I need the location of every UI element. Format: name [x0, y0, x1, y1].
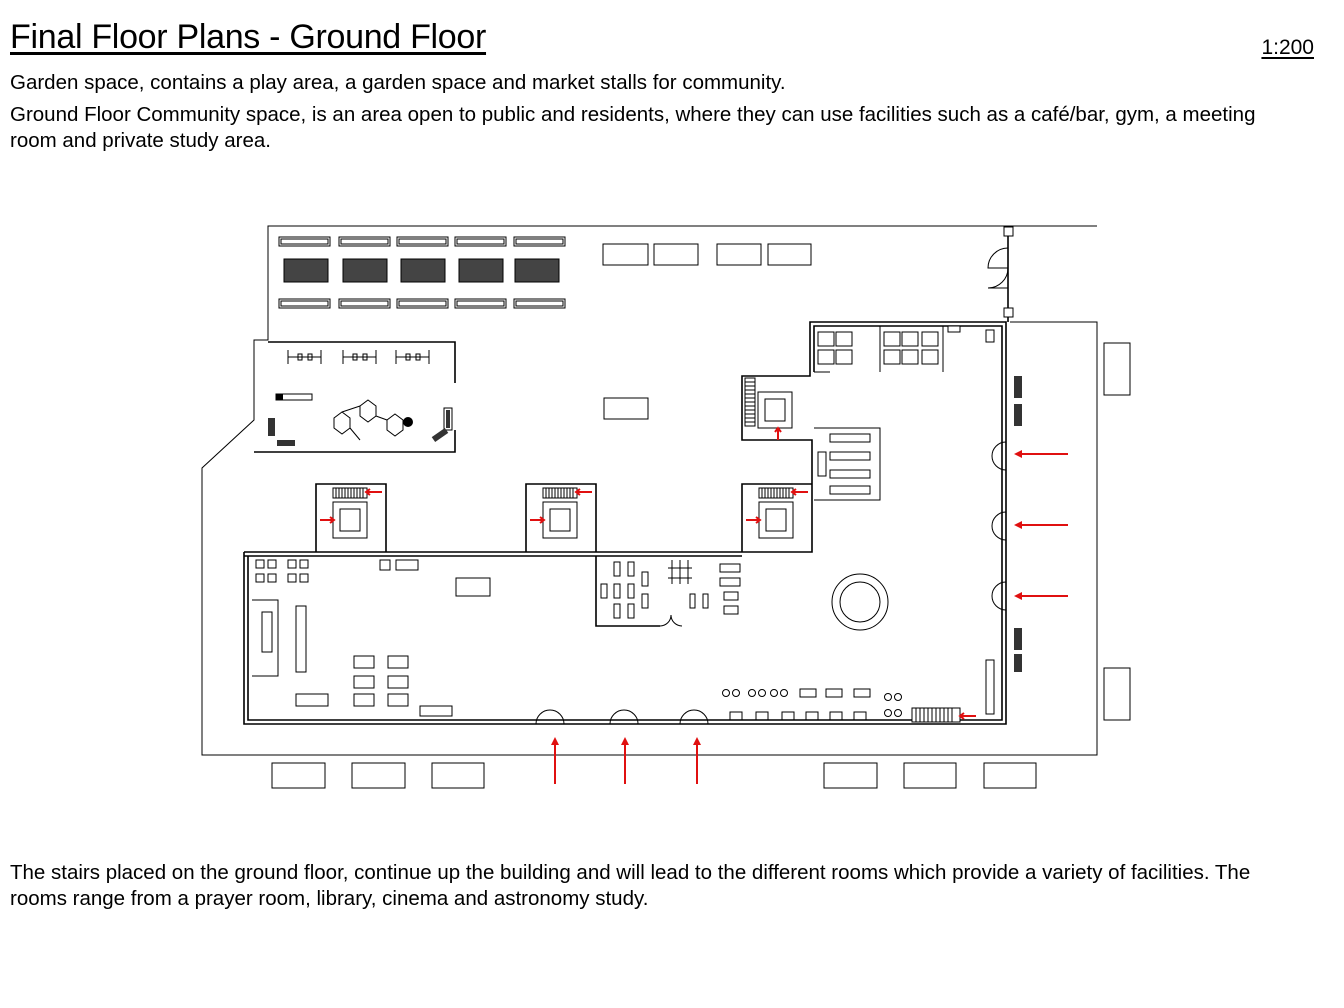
- site-boundary: [201, 225, 1098, 756]
- stair-core-3: [741, 483, 812, 552]
- garden-description: Garden space, contains a play area, a ga…: [10, 71, 786, 94]
- community-building-walls: [243, 321, 1007, 725]
- garden-tables: [602, 243, 812, 420]
- community-description: Ground Floor Community space, is an area…: [10, 103, 1256, 152]
- stair-core-2: [525, 483, 597, 552]
- stair-direction-arrows: [320, 426, 976, 720]
- play-area: [254, 341, 456, 453]
- entrance-arrows: [551, 450, 1068, 784]
- cafe-bar: [252, 559, 491, 717]
- site-gate: [987, 226, 1014, 322]
- stairs-description: The stairs placed on the ground floor, c…: [10, 861, 1251, 910]
- garden-market-stalls: [278, 236, 566, 309]
- entrance-doors: [535, 441, 1007, 725]
- garden-planters: [283, 258, 560, 283]
- outdoor-furniture: [271, 342, 1131, 789]
- page-title: Final Floor Plans - Ground Floor: [10, 18, 487, 56]
- stair-core-4: [744, 377, 793, 429]
- study-area: [722, 376, 1022, 723]
- stair-core-1: [315, 483, 387, 552]
- scale-label: 1:200: [1261, 36, 1314, 59]
